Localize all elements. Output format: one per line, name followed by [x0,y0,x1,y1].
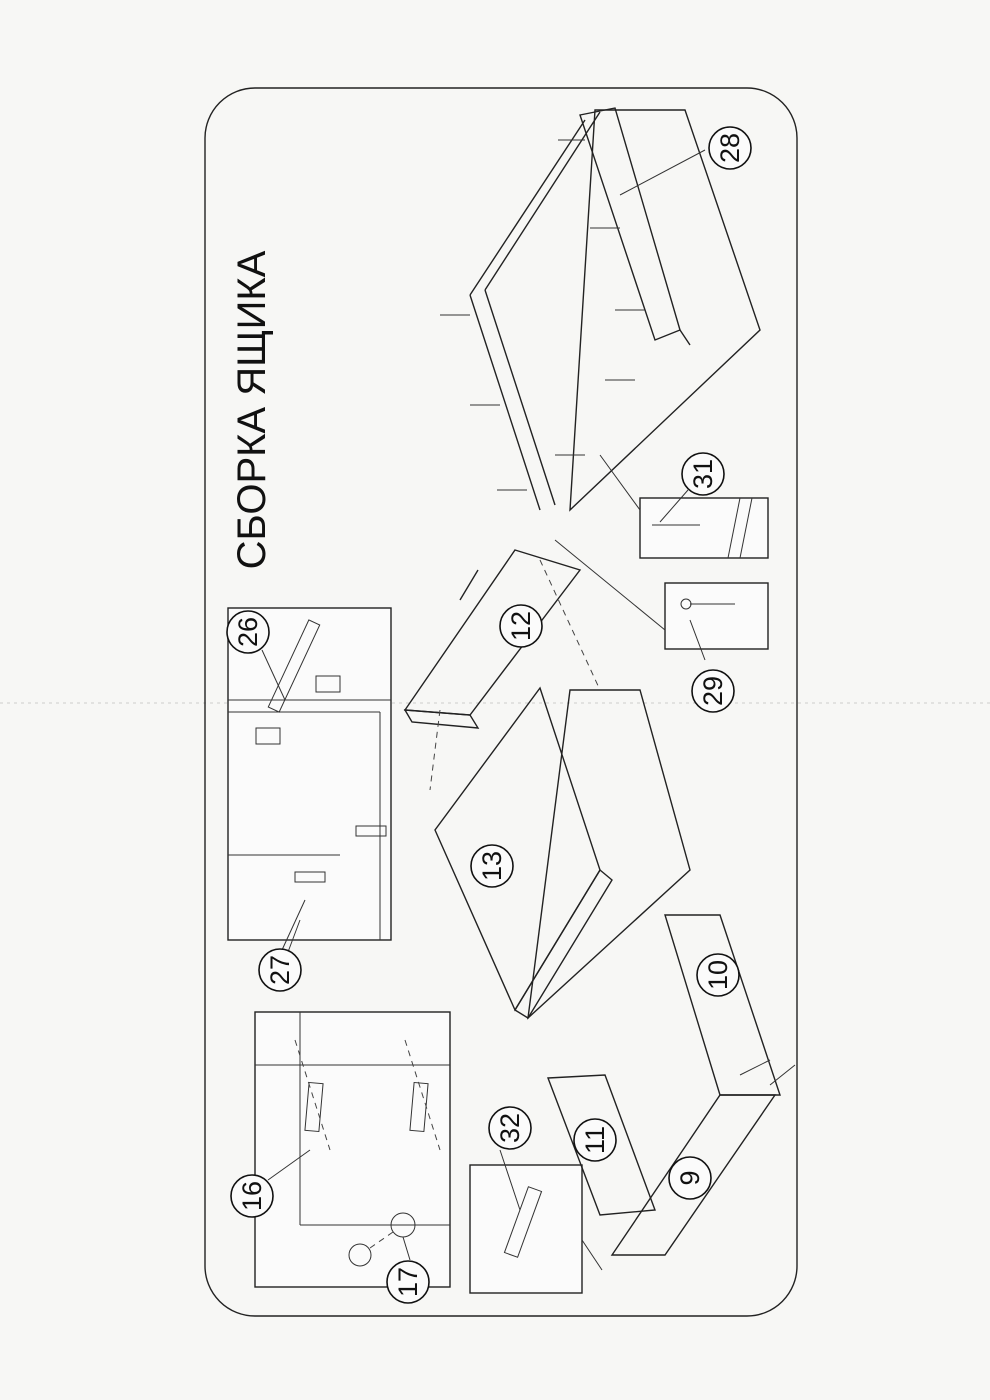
callout-leaders [261,149,706,1261]
callout-29: 29 [691,669,735,713]
callout-10: 10 [696,953,740,997]
label-12: 12 [506,611,536,641]
detail-dowels [254,1011,451,1288]
callout-27: 27 [258,948,302,992]
label-28: 28 [715,133,745,163]
label-16: 16 [237,1181,267,1211]
label-9: 9 [675,1170,705,1185]
label-32: 32 [495,1113,525,1143]
diagram-title: СБОРКА ЯЩИКА [230,250,274,569]
label-10: 10 [703,960,733,990]
bottom-panel [434,686,613,1019]
side-panel-10 [664,914,796,1096]
callout-9: 9 [668,1156,712,1200]
back-panel [527,689,691,1020]
side-panel-9 [610,1094,777,1256]
outer-frame [204,87,798,1317]
front-panel [403,549,601,791]
label-13: 13 [477,851,507,881]
callout-12: 12 [499,604,543,648]
title-group: СБОРКА ЯЩИКА [230,250,274,569]
label-29: 29 [698,676,728,706]
callout-16: 16 [230,1174,274,1218]
label-27: 27 [265,955,295,985]
label-11: 11 [580,1126,610,1154]
detail-nail-31 [639,497,769,559]
back-panel-11 [547,1074,656,1216]
callout-11: 11 [573,1118,617,1162]
label-17: 17 [393,1267,423,1297]
callout-13: 13 [470,844,514,888]
detail-bolt [469,1164,603,1294]
label-31: 31 [688,459,718,489]
detail-screw-29 [554,539,769,650]
drawer-rail-assembly [440,107,761,512]
callout-31: 31 [681,452,725,496]
callout-26: 26 [226,610,270,654]
label-26: 26 [233,617,263,647]
callout-28: 28 [708,126,752,170]
detail-handle [227,607,392,961]
callout-32: 32 [488,1106,532,1150]
callout-17: 17 [386,1260,430,1304]
